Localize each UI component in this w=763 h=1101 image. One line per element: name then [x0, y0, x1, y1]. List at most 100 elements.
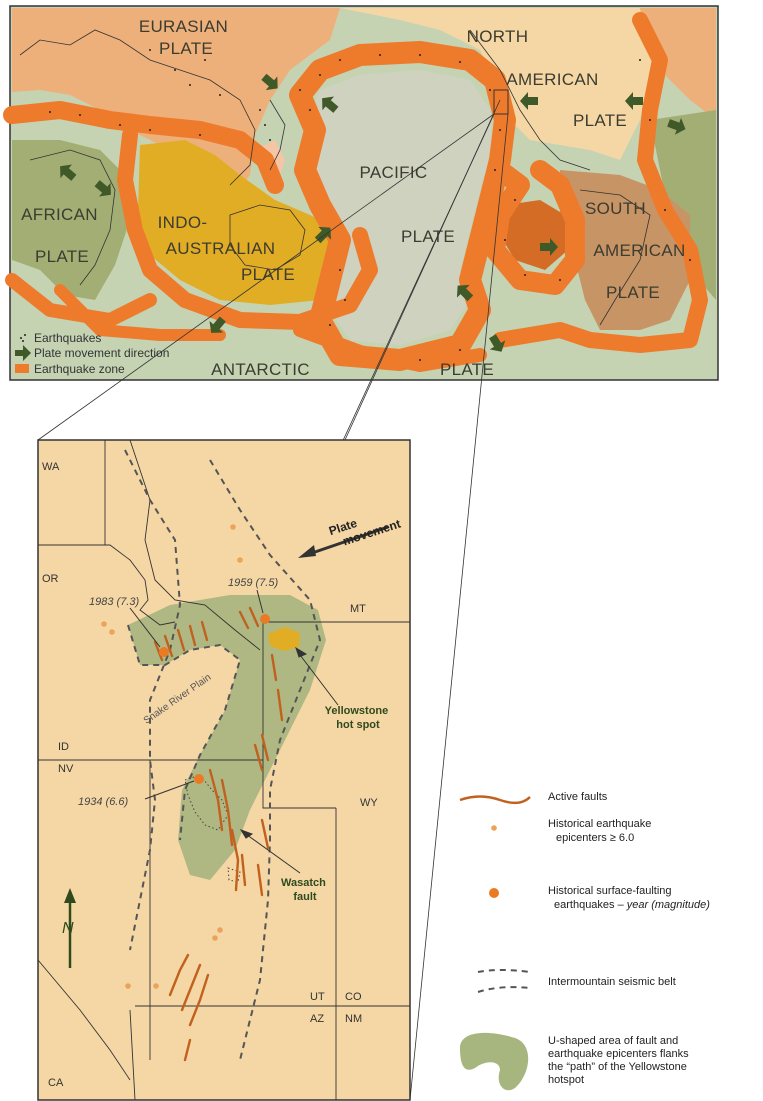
epicenter-dot [212, 935, 218, 941]
earthquake-zone-mid-atlantic [54, 284, 226, 341]
arrow-head-icon [239, 829, 254, 839]
earthquake-dot [419, 54, 421, 56]
earthquake-dot [309, 109, 311, 111]
active-fault [200, 620, 209, 642]
seismic-belt-swatch [477, 969, 531, 973]
active-fault [220, 778, 234, 847]
quake-1934-label: 1934 (6.6) [78, 796, 128, 808]
legend-dot [22, 340, 24, 342]
active-fault [163, 634, 174, 658]
coastline-eurasia [19, 29, 256, 186]
earthquake-dot [379, 54, 381, 56]
earthquake-dot [419, 359, 421, 361]
state-label-id: ID [58, 741, 69, 753]
legend-u-shaped: U-shaped area of fault and earthquake ep… [548, 1035, 692, 1086]
world-legend: Earthquakes Plate movement direction Ear… [15, 331, 169, 376]
active-fault [188, 624, 197, 647]
active-fault [153, 640, 164, 662]
earthquake-dot [494, 169, 496, 171]
epicenters [101, 524, 243, 989]
active-faults [153, 606, 284, 1062]
state-label-nm: NM [345, 1013, 362, 1025]
earthquake-dot [499, 129, 501, 131]
earthquake-dot [119, 124, 121, 126]
seismic-belt-line [209, 459, 322, 1061]
legend-movement-label: Plate movement direction [34, 346, 169, 360]
earthquake-dot [219, 94, 221, 96]
earthquake-dot [189, 84, 191, 86]
earthquake-dot [264, 124, 266, 126]
leader-1959 [256, 589, 264, 614]
epicenter-dot [237, 557, 243, 563]
active-fault [230, 828, 240, 892]
quake-1983-marker [159, 647, 169, 657]
epicenter-dot [109, 629, 115, 635]
active-fault [208, 768, 224, 832]
earthquake-zone-indo-australia [117, 127, 378, 330]
u-shaped-zone [128, 595, 326, 880]
label-pacific-plate: PACIFIC PLATE [360, 163, 456, 246]
active-fault-swatch [459, 795, 531, 805]
active-fault [276, 688, 284, 722]
active-fault [260, 818, 270, 850]
epicenter-swatch [491, 825, 497, 831]
label-eurasian-plate: EURASIAN PLATE [139, 17, 233, 58]
earthquake-dot [514, 199, 516, 201]
boundary-id-mt [129, 439, 261, 651]
leader-1983 [129, 607, 161, 648]
earthquake-dot [259, 109, 261, 111]
active-fault [168, 953, 190, 997]
indo-australia-landmass [138, 140, 360, 305]
earthquake-dot [664, 209, 666, 211]
arrow-icon [540, 238, 558, 256]
plate-movement-line [311, 525, 389, 555]
earthquake-dot [339, 269, 341, 271]
earthquake-zone-atlantic [492, 12, 708, 353]
epicenter-dot [153, 983, 159, 989]
plate-movement-arrow [298, 525, 389, 558]
surface-faulting-swatch [489, 888, 499, 898]
epicenter-dot [230, 524, 236, 530]
legend-seismic-belt: Intermountain seismic belt [548, 976, 676, 988]
eurasia-landmass [12, 8, 340, 200]
state-label-co: CO [345, 991, 362, 1003]
earthquake-zone-swatch [15, 364, 29, 373]
surface-faulting-quakes [159, 614, 270, 784]
coastline-south-america [579, 189, 651, 326]
boundary-ca-nv [37, 959, 131, 1081]
arrow-icon [520, 92, 538, 110]
state-label-wa: WA [42, 461, 60, 473]
active-fault [253, 743, 264, 772]
basin-outline [184, 774, 229, 831]
quake-1959-marker [260, 614, 270, 624]
label-south-american-plate: SOUTH AMERICAN PLATE [585, 199, 691, 302]
wasatch-fault-label: Wasatch fault [281, 877, 329, 903]
arrow-icon [15, 345, 31, 361]
label-north-american-plate: NORTH AMERICAN PLATE [467, 27, 627, 130]
state-label-ca: CA [48, 1077, 64, 1089]
greenland-landmass [640, 8, 716, 120]
legend-earthquakes-label: Earthquakes [34, 331, 101, 345]
earthquake-dot [639, 59, 641, 61]
plate-arrows [60, 73, 686, 352]
leader-wasatch [242, 831, 301, 874]
earthquake-dot [524, 274, 526, 276]
earthquake-dot [329, 324, 331, 326]
boundary-ut-wy [262, 760, 336, 809]
quake-1934-marker [194, 774, 204, 784]
legend-dot [20, 337, 22, 339]
label-antarctic-plate: ANTARCTIC PLATE [211, 360, 494, 379]
earthquake-dot [149, 49, 151, 51]
leader-yellowstone [296, 650, 339, 706]
earthquakes-legend-icon [20, 334, 26, 342]
earthquake-dot [204, 59, 206, 61]
legend-active-faults: Active faults [548, 791, 608, 803]
inset-legend: Active faults Historical earthquake epic… [459, 791, 710, 1091]
earthquake-dot [319, 74, 321, 76]
earthquake-dot [689, 259, 691, 261]
legend-zone-label: Earthquake zone [34, 362, 125, 376]
coastline-japan [269, 99, 286, 171]
basin-outline [227, 867, 241, 883]
arrow-head-icon [295, 646, 308, 658]
coastlines [19, 29, 651, 326]
